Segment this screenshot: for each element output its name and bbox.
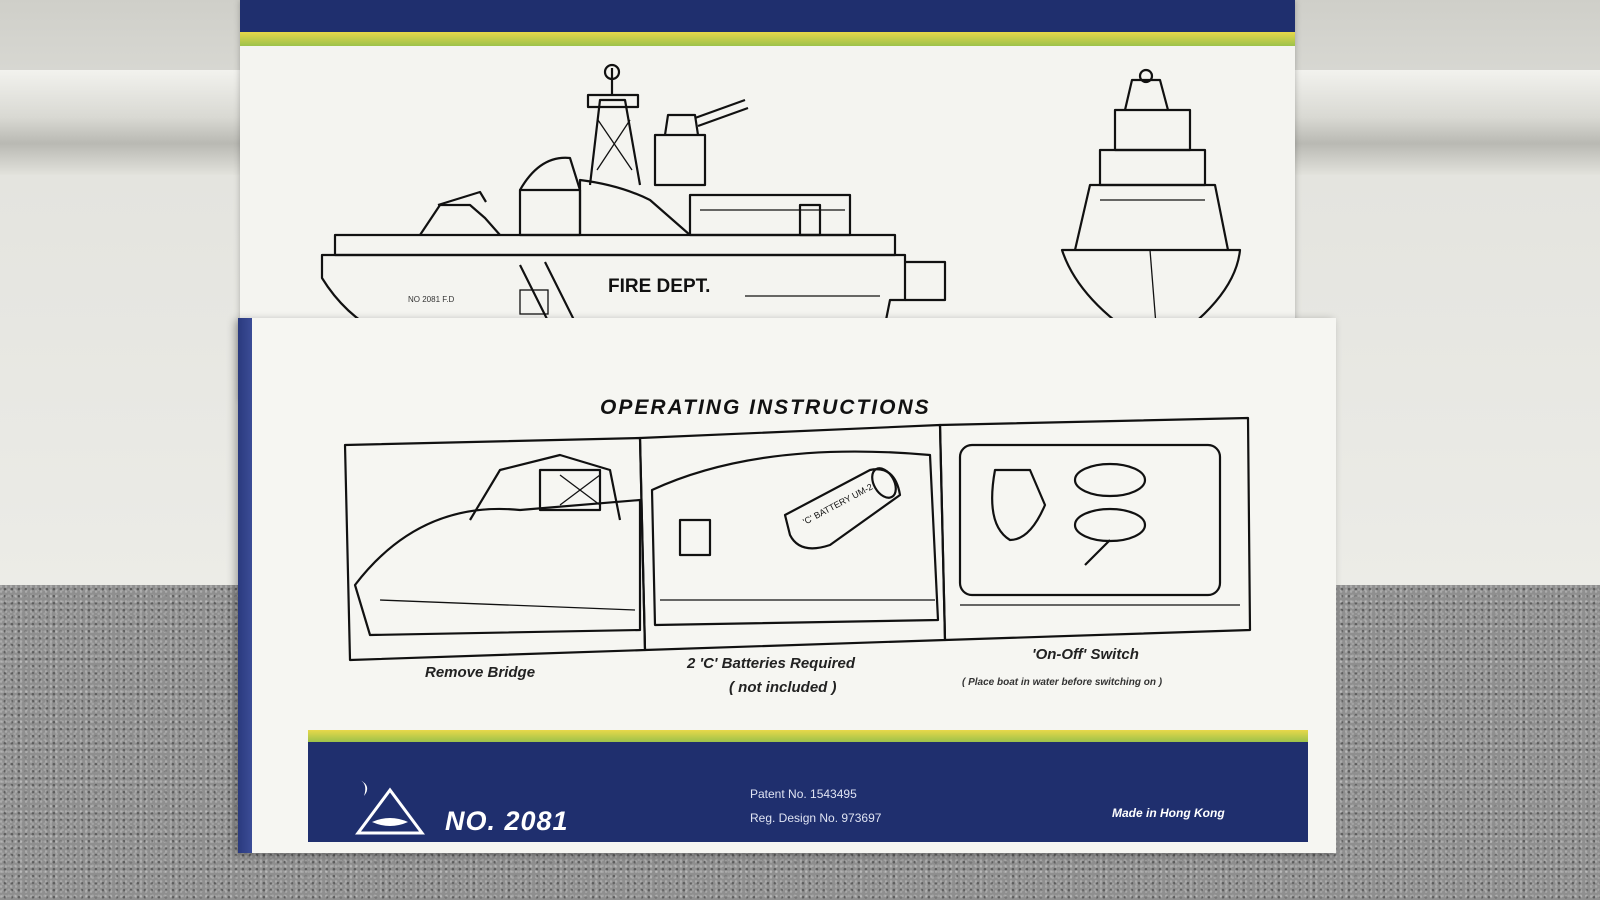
box-front-panel xyxy=(238,318,1336,853)
yellow-stripe-top xyxy=(240,32,1295,46)
hull-text: FIRE DEPT. xyxy=(608,276,710,297)
navy-band-bottom xyxy=(308,742,1308,842)
yellow-stripe-bottom xyxy=(308,730,1308,742)
step-3-panel xyxy=(938,416,1252,642)
model-number: NO. 2081 xyxy=(445,806,569,836)
instructions-title: OPERATING INSTRUCTIONS xyxy=(600,396,931,419)
step-3-note: ( Place boat in water before switching o… xyxy=(962,677,1163,688)
hull-number: NO 2081 F.D xyxy=(408,295,454,304)
boat-side-tower xyxy=(586,63,749,187)
boat-side-deck xyxy=(333,156,897,257)
battery-icon xyxy=(783,467,902,550)
brand-logo xyxy=(355,780,425,835)
step-3-caption: 'On-Off' Switch xyxy=(1032,646,1139,663)
navy-band-top xyxy=(240,0,1295,32)
patent-text: Patent No. 1543495 xyxy=(750,787,857,801)
on-off-switch-icon xyxy=(1084,539,1111,566)
step-2-caption: 2 'C' Batteries Required xyxy=(687,655,856,672)
made-in-text: Made in Hong Kong xyxy=(1112,806,1225,820)
step-2-panel: 'C' BATTERY UM-2 xyxy=(638,423,947,652)
step-1-caption: Remove Bridge xyxy=(425,664,536,681)
panel-blue-edge xyxy=(238,318,252,853)
design-text: Reg. Design No. 973697 xyxy=(750,811,882,825)
step-2-note: ( not included ) xyxy=(729,679,837,696)
step-1-panel xyxy=(343,436,647,662)
